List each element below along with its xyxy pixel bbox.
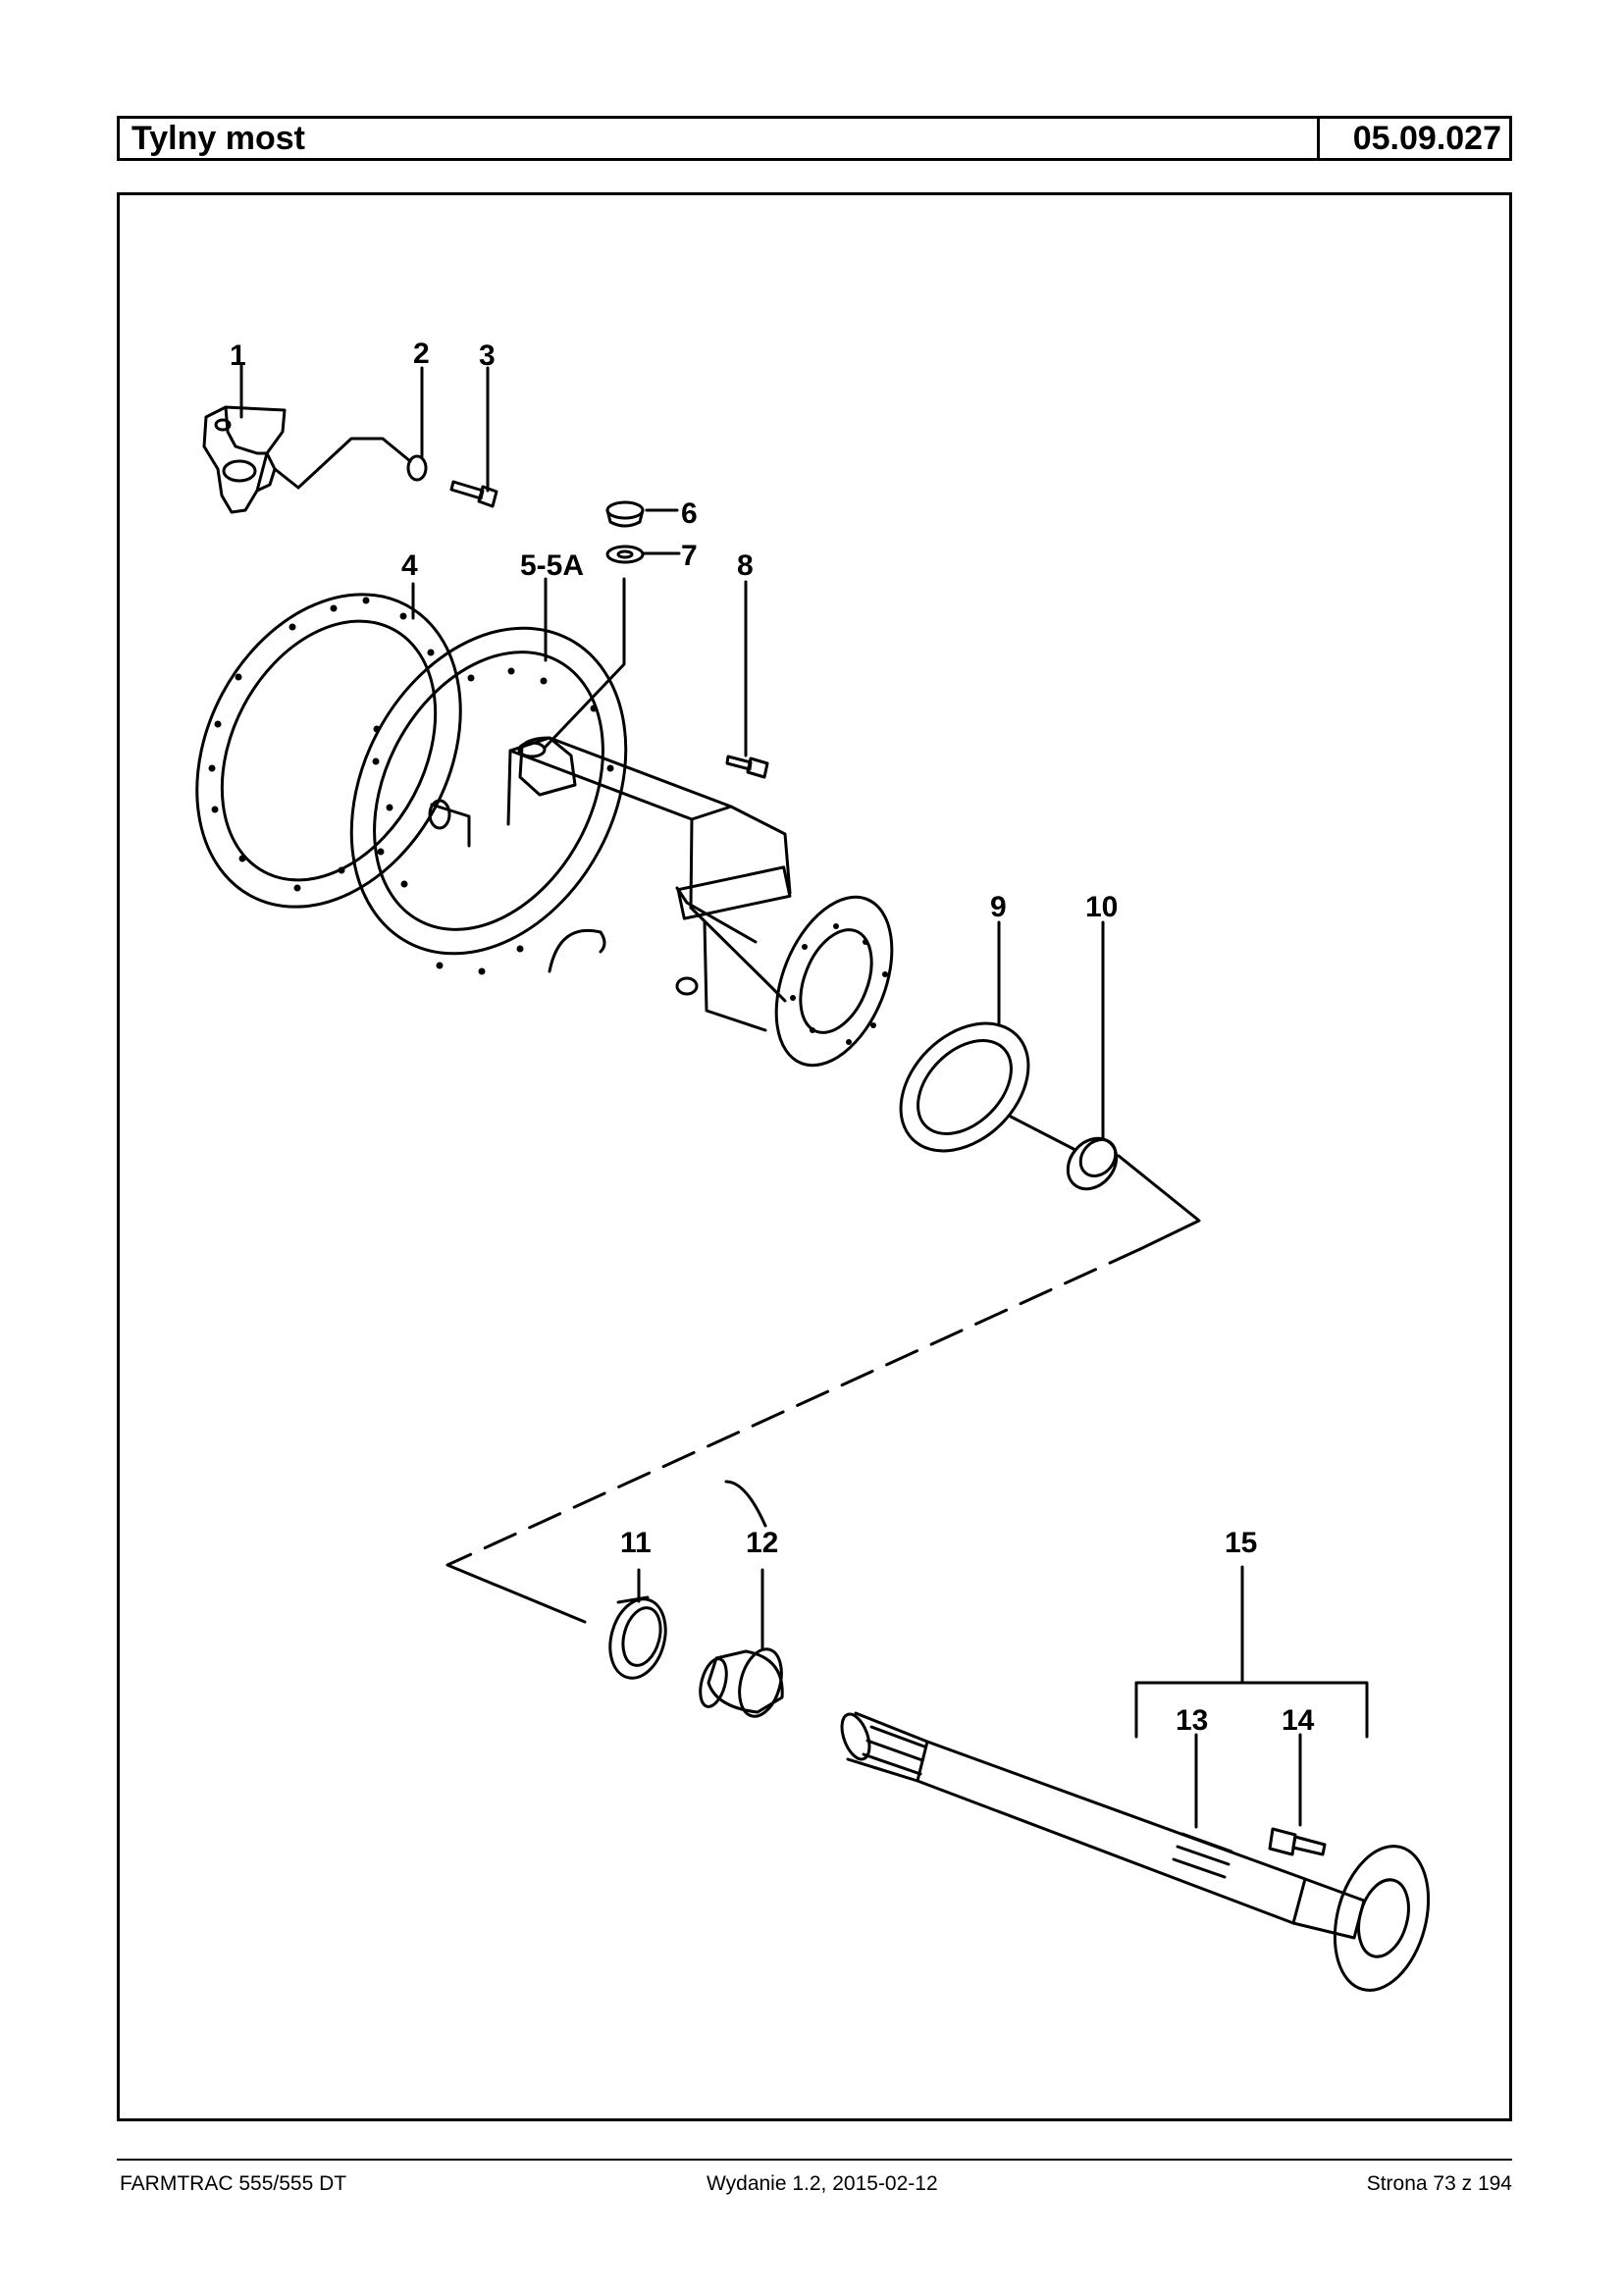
footer-model: FARMTRAC 555/555 DT [120,2172,347,2195]
part-3-bolt-drawing [449,480,498,508]
callout-7: 7 [681,540,698,572]
part-10-ring-drawing [1066,1136,1119,1191]
part-6-plug-drawing [605,500,645,528]
part-5-housing-drawing [349,626,894,1068]
section-code: 05.09.027 [1317,119,1509,158]
callout-1: 1 [230,339,246,372]
page-title: Tylny most [131,120,305,157]
callout-5-5a: 5-5A [520,549,584,582]
part-14-bolt-drawing [1268,1827,1327,1856]
part-12-cup-drawing [699,1480,784,1718]
callout-9: 9 [990,891,1007,923]
part-2-oring-drawing [273,437,428,490]
callout-4: 4 [401,549,418,582]
page-header: Tylny most 05.09.027 [117,116,1512,161]
footer-divider [117,2159,1512,2161]
dashed-path [445,1247,1142,1567]
footer-page-number: Strona 73 z 194 [1366,2172,1512,2195]
callout-2: 2 [413,338,430,370]
callout-6: 6 [681,497,698,530]
callout-3: 3 [479,339,496,372]
callout-11: 11 [620,1527,652,1559]
part-7-washer-drawing [605,545,645,564]
callout-8: 8 [737,549,754,582]
callout-13: 13 [1176,1704,1208,1737]
diagram-frame [117,192,1512,2121]
part-13-axle-shaft-drawing [840,1711,1431,1992]
part-4-gasket-drawing [195,593,462,909]
part-11-seal-drawing [608,1595,667,1680]
footer-edition: Wydanie 1.2, 2015-02-12 [707,2172,938,2195]
callout-12: 12 [746,1527,778,1559]
leader-lines [239,363,1369,1829]
callout-15: 15 [1225,1527,1257,1559]
part-8-bolt-drawing [725,755,769,779]
part-1-bracket-drawing [202,405,287,514]
part-9-shim-drawing [899,1021,1030,1153]
bolt-holes [208,597,888,1045]
callout-14: 14 [1282,1704,1315,1737]
callout-labels: 1 2 3 4 5-5A 6 7 8 9 10 11 12 15 13 14 [230,338,1315,1737]
callout-10: 10 [1085,891,1118,923]
